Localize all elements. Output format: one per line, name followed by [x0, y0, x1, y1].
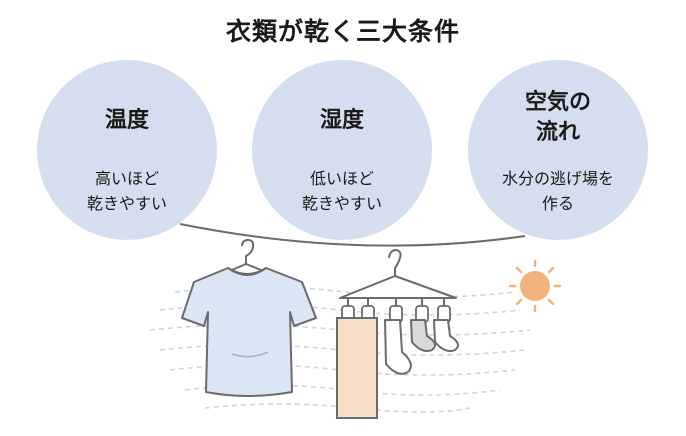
- condition-humidity: 湿度 低いほど 乾きやすい: [252, 60, 432, 240]
- condition-heading: 温度: [104, 108, 149, 133]
- sock-icon: [410, 319, 437, 352]
- sock-icon: [433, 319, 460, 352]
- condition-temperature: 温度 高いほど 乾きやすい: [37, 60, 217, 240]
- clothesline: [179, 223, 526, 247]
- shirt-icon: [181, 267, 317, 397]
- hanger-icon: [339, 249, 457, 306]
- condition-description: 低いほど 乾きやすい: [301, 169, 382, 213]
- condition-heading: 湿度: [319, 108, 364, 133]
- towel-icon: [336, 317, 378, 419]
- condition-description: 高いほど 乾きやすい: [86, 169, 167, 213]
- sun-icon: [508, 259, 562, 313]
- sock-icon: [384, 319, 412, 375]
- diagram-title: 衣類が乾く三大条件: [225, 17, 460, 46]
- condition-airflow: 空気の 流れ 水分の逃げ場を 作る: [468, 60, 648, 240]
- condition-heading: 空気の 流れ: [524, 90, 591, 145]
- condition-description: 水分の逃げ場を 作る: [501, 169, 614, 213]
